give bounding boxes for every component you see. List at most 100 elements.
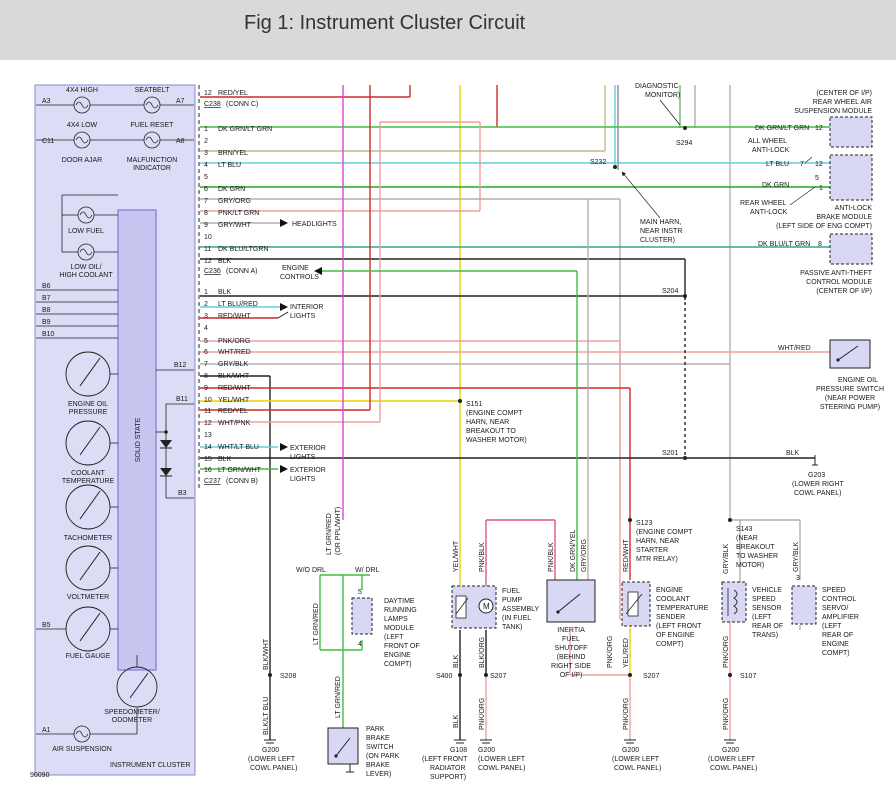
antilock-1: ANTI-LOCK bbox=[835, 205, 873, 212]
pin-label: A3 bbox=[42, 98, 51, 105]
pin-12a: 12 bbox=[815, 125, 823, 132]
speed-ctrl-4: AMPLIFIER bbox=[822, 614, 859, 621]
ltgrn-red-top: LT GRN/RED bbox=[326, 513, 333, 555]
gauge-speedometer: SPEEDOMETER/ ODOMETER bbox=[104, 655, 160, 724]
s143-2: (NEAR bbox=[736, 535, 758, 542]
g203-3: COWL PANEL) bbox=[794, 490, 841, 497]
arrow-icon bbox=[280, 443, 288, 451]
connector-c237-desc: (CONN B) bbox=[226, 478, 258, 485]
lamp-label-2: HIGH COOLANT bbox=[59, 272, 113, 279]
g200-c-2: (LOWER LEFT bbox=[612, 756, 660, 763]
speed-ctrl-5: (LEFT bbox=[822, 623, 842, 630]
s151-5: WASHER MOTOR) bbox=[466, 437, 527, 444]
malfunction-label-2: INDICATOR bbox=[133, 165, 171, 172]
headlights-label: HEADLIGHTS bbox=[292, 221, 337, 228]
pnkblk-b: PNK/BLK bbox=[548, 542, 555, 572]
wire-num: 9 bbox=[204, 385, 208, 392]
s151-2: (ENGINE COMPT bbox=[466, 410, 523, 417]
drl-8: COMPT) bbox=[384, 661, 412, 668]
pin-b12: B12 bbox=[174, 362, 187, 369]
connector-c237: C237 bbox=[204, 478, 221, 485]
diag-monitor-2: MONITOR) bbox=[645, 92, 680, 99]
speed-pin3: 3 bbox=[796, 575, 800, 582]
drl-6: FRONT OF bbox=[384, 643, 420, 650]
engine-controls-1: ENGINE bbox=[282, 265, 309, 272]
wire-label: GRY/ORG bbox=[218, 198, 251, 205]
exterior-lights-1a: EXTERIOR bbox=[290, 445, 326, 452]
gauge-label-1: ENGINE OIL bbox=[68, 401, 108, 408]
wire-label: WHT/PNK bbox=[218, 420, 251, 427]
wire-num: 11 bbox=[204, 246, 211, 253]
wire-num: 3 bbox=[204, 313, 208, 320]
wire-dkgrn-ltgrn: DK GRN/LT GRN bbox=[755, 125, 809, 132]
wo-drl: W/O DRL bbox=[296, 567, 326, 574]
speed-ctrl-2: CONTROL bbox=[822, 596, 856, 603]
fuel-pump-4: (IN FUEL bbox=[502, 615, 531, 622]
engine-controls-2: CONTROLS bbox=[280, 274, 319, 281]
wire-label: GRY/WHT bbox=[218, 222, 252, 229]
pin-5: 5 bbox=[815, 175, 819, 182]
s143-4: TO WASHER bbox=[736, 553, 778, 560]
s123-2: (ENGINE COMPT bbox=[636, 529, 693, 536]
rear-air-module bbox=[829, 116, 873, 148]
grybk2: GRY/BLK bbox=[793, 541, 800, 572]
ltgrn-red-b: LT GRN/RED bbox=[335, 676, 342, 718]
rear-air-3: SUSPENSION MODULE bbox=[794, 108, 872, 115]
wire-num: 10 bbox=[204, 397, 212, 404]
diode-icon bbox=[160, 468, 172, 476]
g200-a-2: (LOWER LEFT bbox=[248, 756, 296, 763]
s151-3: HARN, NEAR bbox=[466, 419, 509, 426]
arrow-icon bbox=[314, 267, 322, 275]
blkorg: BLK/ORG bbox=[479, 637, 486, 668]
pnkblk-a: PNK/BLK bbox=[479, 542, 486, 572]
speed-ctrl-8: COMPT) bbox=[822, 650, 850, 657]
connector-c236: C236 bbox=[204, 268, 221, 275]
wire-whtred: WHT/RED bbox=[778, 345, 811, 352]
wire-num: 12 bbox=[204, 258, 212, 265]
ect-6: OF ENGINE bbox=[656, 632, 695, 639]
lamp-label: LOW FUEL bbox=[68, 228, 104, 235]
blk-b: BLK bbox=[453, 714, 460, 728]
lamp-fuel-reset: FUEL RESET A8 bbox=[118, 122, 194, 149]
malfunction-label-1: MALFUNCTION bbox=[127, 157, 178, 164]
wire-num: 4 bbox=[204, 325, 208, 332]
figure-title: Fig 1: Instrument Cluster Circuit bbox=[244, 12, 526, 34]
vss-4: (LEFT bbox=[752, 614, 772, 621]
g200-d-2: (LOWER LEFT bbox=[708, 756, 756, 763]
wire-label: BRN/YEL bbox=[218, 150, 248, 157]
wire-labels: 12 RED/YEL C238 (CONN C) 1 DK GRN/LT GRN… bbox=[204, 90, 272, 485]
pin-label: A7 bbox=[176, 98, 185, 105]
left-pin-group: B6 B7 B8 B9 B10 bbox=[36, 283, 118, 339]
s151-1: S151 bbox=[466, 401, 482, 408]
wire-num: 2 bbox=[204, 138, 208, 145]
wire-num: 3 bbox=[204, 150, 208, 157]
wire-num: 7 bbox=[204, 361, 208, 368]
g200-b-3: COWL PANEL) bbox=[478, 765, 525, 772]
s151-4: BREAKOUT TO bbox=[466, 428, 516, 435]
wire-num: 7 bbox=[204, 198, 208, 205]
pnkorg-a: PNK/ORG bbox=[479, 698, 486, 730]
wire-label: PNK/ORG bbox=[218, 338, 250, 345]
wire-label: RED/YEL bbox=[218, 408, 248, 415]
wire-label: PNK/LT GRN bbox=[218, 210, 259, 217]
inertia-3: SHUTOFF bbox=[555, 645, 588, 652]
oil-pressure-switch bbox=[829, 339, 871, 369]
blk-a: BLK bbox=[453, 654, 460, 668]
arrow-icon bbox=[280, 303, 288, 311]
lamp-label: FUEL RESET bbox=[131, 122, 175, 129]
fuel-pump-3: ASSEMBLY bbox=[502, 606, 540, 613]
wire-label: RED/WHT bbox=[218, 385, 251, 392]
speed-ctrl-6: REAR OF bbox=[822, 632, 853, 639]
pin-b8: B8 bbox=[42, 307, 51, 314]
w-drl: W/ DRL bbox=[355, 567, 380, 574]
connector-c236-desc: (CONN A) bbox=[226, 268, 258, 275]
pin-12b: 12 bbox=[815, 161, 823, 168]
gauge-label-2: ODOMETER bbox=[112, 717, 152, 724]
diode-icon bbox=[160, 440, 172, 448]
connector-c238-desc: (CONN C) bbox=[226, 101, 258, 108]
inertia-1: INERTIA bbox=[557, 627, 585, 634]
main-harn-1: MAIN HARN, bbox=[640, 219, 681, 226]
motor-letter: M bbox=[483, 602, 490, 611]
pin-b7: B7 bbox=[42, 295, 51, 302]
all-wheel-1: ALL WHEEL bbox=[748, 138, 787, 145]
